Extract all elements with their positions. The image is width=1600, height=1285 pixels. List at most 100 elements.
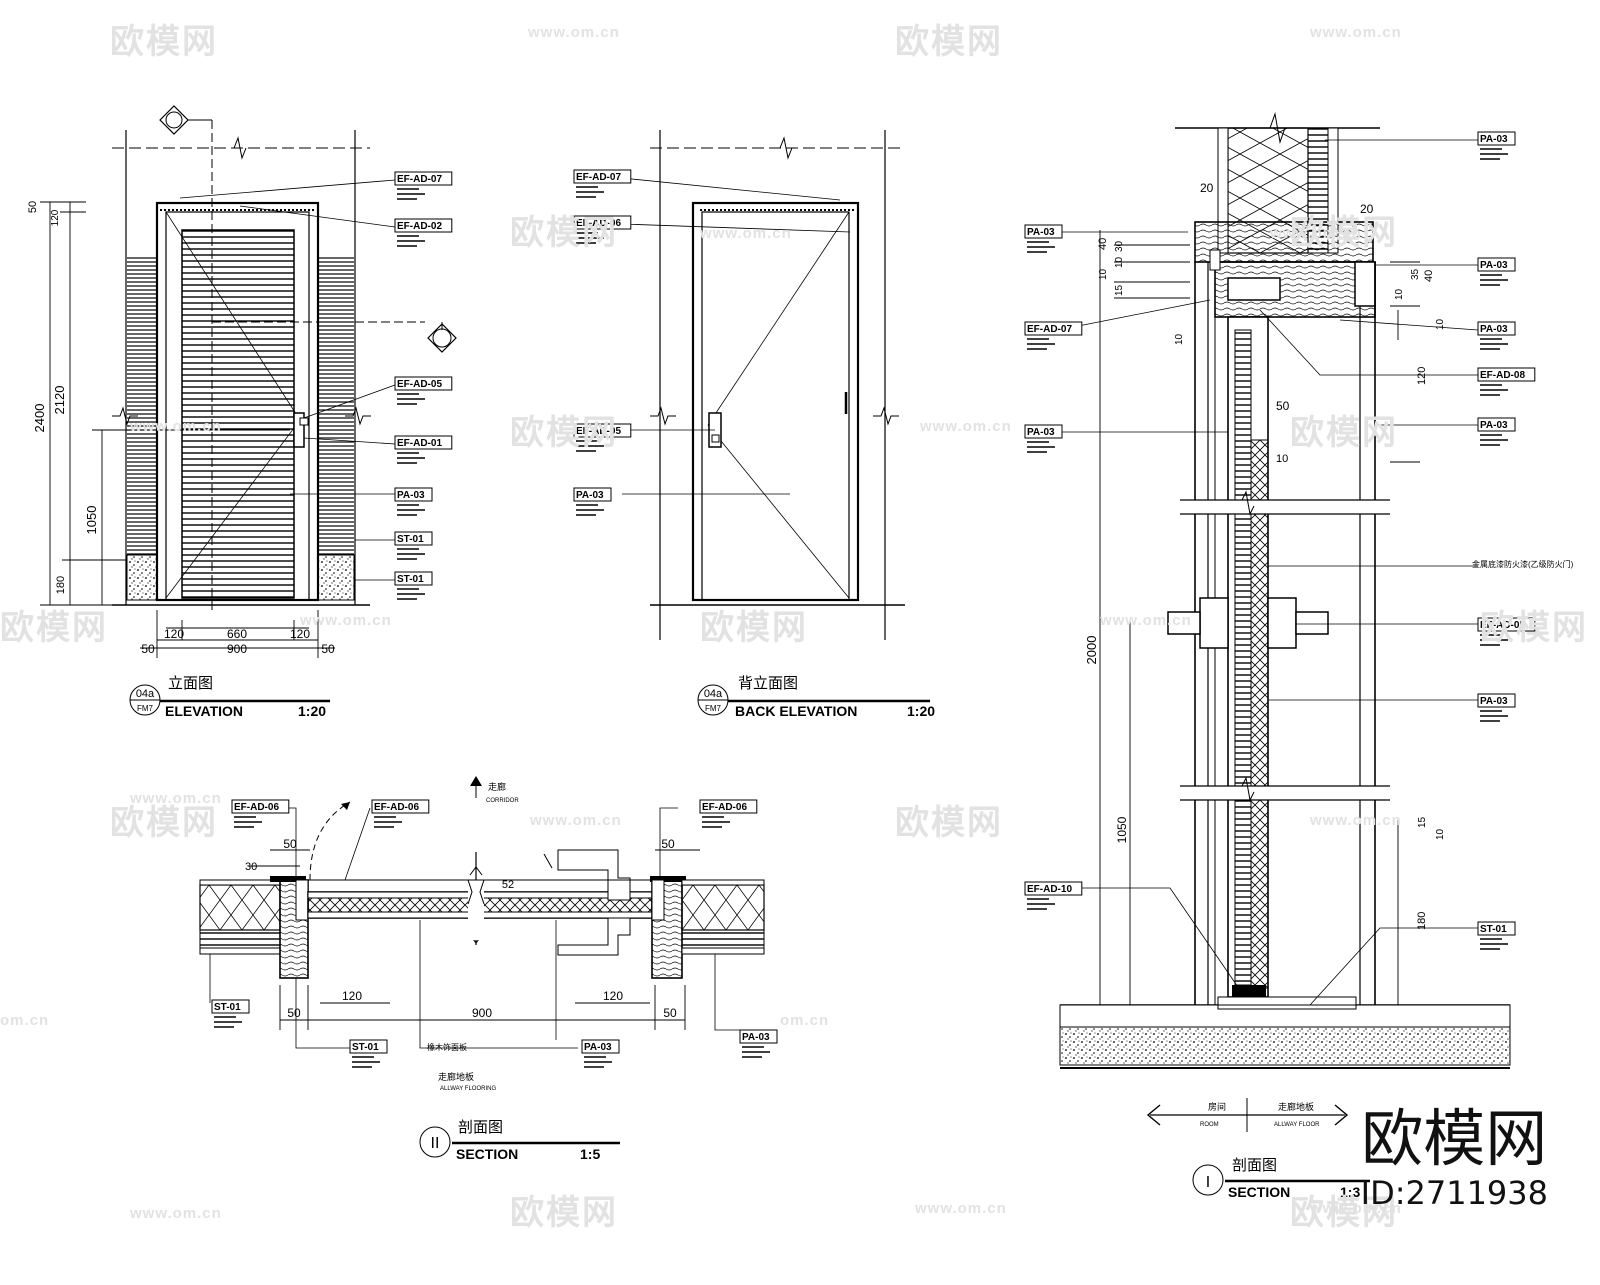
material-tag: EF-AD-07 bbox=[573, 169, 632, 198]
material-tag-label: EF-AD-06 bbox=[374, 802, 419, 813]
wall-panel-left bbox=[127, 255, 157, 555]
dim-50-top: 50 bbox=[27, 201, 39, 213]
elevation-title-en: ELEVATION bbox=[165, 703, 243, 719]
back-elevation-view bbox=[621, 130, 905, 640]
section-marker-mid bbox=[212, 321, 457, 353]
material-tag-label: PA-03 bbox=[397, 490, 425, 501]
material-tag-label: EF-AD-06 bbox=[702, 802, 747, 813]
sec-dim-10-c: 10 bbox=[1394, 288, 1405, 300]
watermark-text: 欧模网 bbox=[0, 609, 108, 647]
material-tag: EF-AD-10 bbox=[1024, 881, 1083, 910]
material-tag-label: ST-01 bbox=[1480, 924, 1507, 935]
material-tags: EF-AD-07EF-AD-02EF-AD-05EF-AD-01PA-03ST-… bbox=[211, 131, 1536, 1068]
material-tag: PA-03 bbox=[1477, 257, 1516, 286]
plan-door-handle bbox=[557, 849, 631, 901]
dim-2400: 2400 bbox=[32, 404, 47, 433]
sec-dim-120: 120 bbox=[1416, 367, 1428, 385]
plan-dim-50-b: 50 bbox=[661, 837, 675, 851]
sec-dim-20-b: 20 bbox=[1360, 202, 1374, 216]
material-tag: EF-AD-05 bbox=[394, 376, 453, 405]
sec-dim-35: 35 bbox=[1410, 268, 1421, 280]
plan-wall-left bbox=[199, 884, 281, 931]
watermark-url: www.om.cn bbox=[130, 418, 222, 435]
material-tag: ST-01 bbox=[211, 999, 250, 1028]
plan-section-view: 走廊 CORRIDOR 30 50 50 52 bbox=[199, 776, 765, 1092]
plan-dim-30: 30 bbox=[245, 861, 257, 873]
sec-dim-15-a: 15 bbox=[1114, 284, 1125, 296]
section-handle-left bbox=[1199, 597, 1229, 649]
head-frame bbox=[1194, 221, 1374, 263]
material-tag-label: EF-AD-02 bbox=[397, 221, 442, 232]
vsection-title-cn: 剖面图 bbox=[1232, 1157, 1277, 1174]
material-tag-label: ST-01 bbox=[397, 574, 424, 585]
material-tag: EF-AD-08 bbox=[1477, 367, 1536, 396]
title-vertical-section: I 剖面图 SECTION 1:3 bbox=[1192, 1157, 1370, 1200]
svg-text:走廊地板: 走廊地板 bbox=[1278, 1101, 1314, 1112]
svg-text:04a: 04a bbox=[136, 688, 155, 700]
svg-text:走廊: 走廊 bbox=[488, 781, 506, 792]
back-elevation-title-cn: 背立面图 bbox=[738, 675, 798, 692]
brand-logo: 欧模网 ID:2711938 bbox=[1361, 1102, 1548, 1213]
material-tag: EF-AD-07 bbox=[394, 171, 453, 200]
dim-660: 660 bbox=[227, 627, 247, 641]
svg-text:FM7: FM7 bbox=[705, 704, 722, 713]
material-tag-label: ST-01 bbox=[352, 1042, 379, 1053]
material-tag: PA-03 bbox=[581, 1039, 620, 1068]
plan-wall-right bbox=[681, 884, 765, 931]
dim-180: 180 bbox=[55, 576, 67, 594]
title-elevation: 04a FM7 立面图 ELEVATION 1:20 bbox=[129, 675, 330, 719]
watermark-text: 欧模网 bbox=[1290, 414, 1398, 452]
watermark-text: 欧模网 bbox=[510, 214, 618, 252]
material-tag-label: PA-03 bbox=[576, 490, 604, 501]
material-tag: EF-AD-06 bbox=[231, 799, 290, 828]
door-swing-arc bbox=[309, 801, 351, 881]
material-tag-label: PA-03 bbox=[1027, 427, 1055, 438]
watermark-text: 欧模网 bbox=[110, 23, 218, 61]
watermark-url: www.om.cn bbox=[1100, 612, 1192, 629]
sec-dim-40-b: 40 bbox=[1423, 270, 1435, 282]
material-tag-label: EF-AD-01 bbox=[397, 438, 442, 449]
skirting-left bbox=[126, 554, 158, 601]
wall-panel-right bbox=[318, 255, 354, 555]
back-elevation-title-en: BACK ELEVATION bbox=[735, 703, 857, 719]
watermark-url: www.om.cn bbox=[528, 24, 620, 41]
material-tag: EF-AD-05 bbox=[573, 423, 632, 452]
svg-text:I: I bbox=[1206, 1174, 1210, 1191]
dim-120-right: 120 bbox=[290, 627, 310, 641]
door-leaf bbox=[181, 229, 295, 599]
sec-dim-1050: 1050 bbox=[1115, 816, 1129, 843]
material-tag-label: PA-03 bbox=[1480, 134, 1508, 145]
material-tag: EF-AD-06 bbox=[573, 215, 632, 244]
material-tag: PA-03 bbox=[1024, 224, 1063, 253]
material-tag-label: PA-03 bbox=[584, 1042, 612, 1053]
material-tag: ST-01 bbox=[1477, 921, 1516, 950]
svg-text:金属底漆防火漆(乙级防火门): 金属底漆防火漆(乙级防火门) bbox=[1472, 559, 1574, 569]
watermark-text: 欧模网 bbox=[110, 804, 218, 842]
back-door-leaf bbox=[701, 211, 850, 601]
dim-2120: 2120 bbox=[52, 386, 67, 415]
material-tag-label: EF-AD-10 bbox=[1027, 884, 1072, 895]
material-tag-label: EF-AD-07 bbox=[576, 172, 621, 183]
watermark-url: www.om.cn bbox=[130, 790, 222, 807]
svg-text:ROOM: ROOM bbox=[1200, 1122, 1219, 1128]
title-plan-section: II 剖面图 SECTION 1:5 bbox=[419, 1119, 620, 1162]
skirting-right bbox=[317, 554, 355, 601]
watermark-text: 欧模网 bbox=[700, 609, 808, 647]
svg-text:ALLWAY FLOOR: ALLWAY FLOOR bbox=[1274, 1122, 1320, 1128]
sec-dim-10-g: 10 bbox=[1435, 828, 1446, 840]
material-tag-label: ST-01 bbox=[397, 534, 424, 545]
plan-title-cn: 剖面图 bbox=[458, 1119, 503, 1136]
material-tag-label: EF-AD-06 bbox=[576, 218, 621, 229]
brand-name: 欧模网 bbox=[1361, 1102, 1548, 1175]
watermark-url: www.om.cn bbox=[130, 1205, 222, 1222]
floor-slab bbox=[1059, 1026, 1511, 1066]
elevation-scale: 1:20 bbox=[298, 703, 326, 719]
watermark-text: 欧模网 bbox=[510, 1194, 618, 1232]
watermark-url: om.cn bbox=[0, 1012, 50, 1029]
svg-text:04a: 04a bbox=[704, 688, 723, 700]
plan-frame-right bbox=[651, 879, 683, 979]
material-tag-label: PA-03 bbox=[1027, 227, 1055, 238]
material-tag: EF-AD-06 bbox=[699, 799, 758, 828]
